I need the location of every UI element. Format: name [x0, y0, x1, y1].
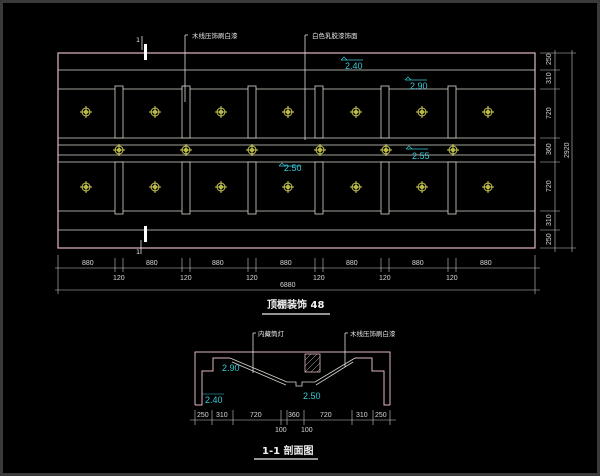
dim-label: 120: [246, 275, 258, 282]
dim-label: 720: [546, 107, 553, 119]
elevation-label: 2.90: [222, 363, 240, 373]
dim-label: 880: [346, 260, 358, 267]
section-mark-top: 1: [136, 36, 140, 44]
callout-hidden-lamp: 内藏筒灯: [258, 329, 285, 338]
light-icon: [350, 181, 362, 193]
light-icon: [482, 181, 494, 193]
light-icon: [180, 144, 192, 156]
light-icon: [482, 106, 494, 118]
dim-label: 720: [320, 412, 332, 419]
dim-label: 100: [275, 427, 287, 434]
dim-label: 880: [212, 260, 224, 267]
ceiling-drawing: 1 1 木线压饰刷白漆 白色乳胶漆饰面 2.40 2.90 2.55 2.50 …: [55, 31, 576, 460]
callout-wood-line-section: 木线压饰刷白漆: [350, 329, 396, 338]
light-icon: [80, 181, 92, 193]
dim-label: 880: [82, 260, 94, 267]
light-icon: [149, 181, 161, 193]
dim-label: 310: [546, 72, 553, 84]
dim-label: 100: [301, 427, 313, 434]
dim-label: 120: [379, 275, 391, 282]
light-icon: [113, 144, 125, 156]
elevation-marks: [278, 56, 428, 167]
leader-lines: [184, 34, 308, 140]
section-title: 1-1 剖面图: [262, 444, 314, 457]
elevation-label: 2.40: [345, 61, 363, 71]
light-icon: [314, 144, 326, 156]
light-icon: [149, 106, 161, 118]
light-icon: [416, 181, 428, 193]
section-leaders: [252, 332, 348, 373]
dim-label: 310: [356, 412, 368, 419]
elevation-label: 2.55: [412, 151, 430, 161]
dim-label: 880: [480, 260, 492, 267]
cad-canvas: 1 1 木线压饰刷白漆 白色乳胶漆饰面 2.40 2.90 2.55 2.50 …: [3, 3, 597, 473]
plan-beams: [114, 85, 457, 215]
dim-label: 120: [113, 275, 125, 282]
dim-label: 360: [546, 143, 553, 155]
dim-label: 120: [313, 275, 325, 282]
elevation-label: 2.50: [303, 391, 321, 401]
section-outline: [194, 351, 391, 406]
light-icon: [215, 106, 227, 118]
light-icon: [215, 181, 227, 193]
elevation-label: 2.90: [410, 81, 428, 91]
section-mark-bottom: 1: [136, 248, 140, 256]
dim-total-label: 2920: [564, 142, 571, 158]
dim-total-label: 6880: [280, 282, 296, 289]
light-icon: [416, 106, 428, 118]
dim-label: 250: [375, 412, 387, 419]
callout-white-latex: 白色乳胶漆饰面: [312, 31, 358, 40]
light-icon: [80, 106, 92, 118]
dim-label: 880: [146, 260, 158, 267]
dim-label: 310: [216, 412, 228, 419]
light-icon: [350, 106, 362, 118]
light-icon: [447, 144, 459, 156]
elevation-label: 2.40: [205, 395, 223, 405]
bottom-dimension-lines: [55, 255, 540, 294]
light-icon: [282, 181, 294, 193]
hatch-lines: [304, 353, 321, 373]
callout-wood-line: 木线压饰刷白漆: [192, 31, 238, 40]
dim-label: 120: [446, 275, 458, 282]
dim-label: 120: [180, 275, 192, 282]
dim-label: 880: [280, 260, 292, 267]
dim-label: 310: [546, 214, 553, 226]
dim-label: 250: [546, 53, 553, 65]
elevation-label: 2.50: [284, 163, 302, 173]
section-dimension-lines: [190, 410, 396, 425]
section-beam-hatch: [304, 353, 321, 373]
dim-label: 250: [197, 412, 209, 419]
dim-label: 360: [288, 412, 300, 419]
light-icon: [282, 106, 294, 118]
dim-label: 880: [412, 260, 424, 267]
dim-label: 720: [546, 180, 553, 192]
light-fixtures: [80, 106, 494, 193]
plan-title: 顶棚装饰 48: [267, 298, 324, 311]
dim-label: 250: [546, 233, 553, 245]
section-ceiling-profile: [229, 357, 356, 387]
dim-label: 720: [250, 412, 262, 419]
plan-outline: [57, 52, 536, 249]
light-icon: [380, 144, 392, 156]
section-cut-marker: [140, 36, 147, 254]
light-icon: [246, 144, 258, 156]
right-dimension-lines: [540, 50, 576, 252]
